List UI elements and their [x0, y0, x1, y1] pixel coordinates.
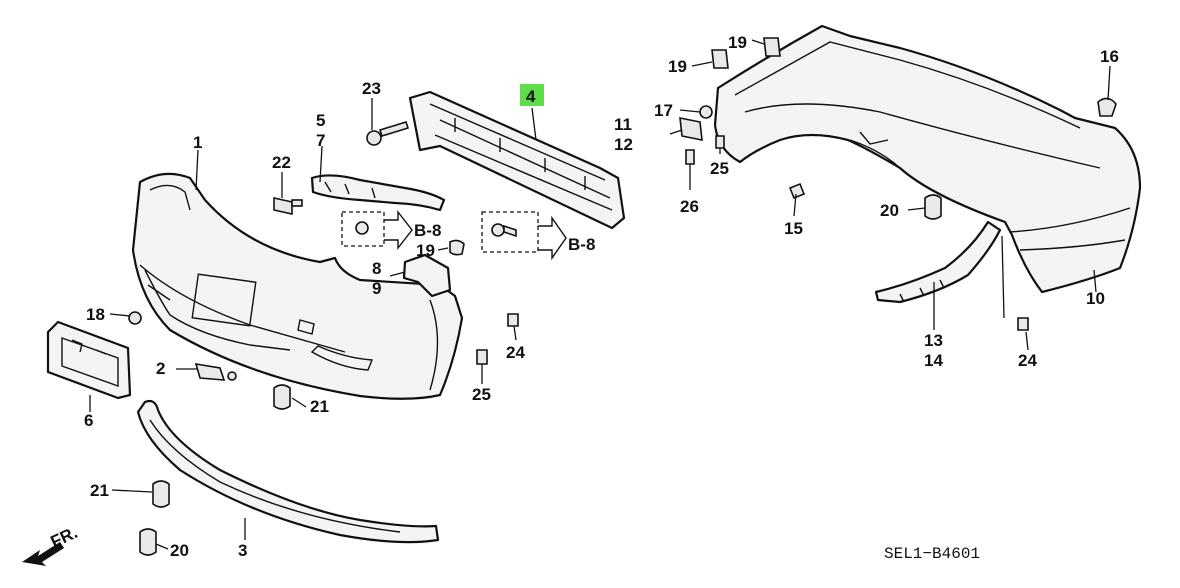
label-22: 22	[272, 153, 291, 172]
ref-b8-left: B-8	[414, 221, 441, 240]
label-24-front: 24	[506, 343, 525, 362]
label-21-upper: 21	[310, 397, 329, 416]
label-2: 2	[156, 359, 165, 378]
label-7: 7	[316, 131, 325, 150]
label-9: 9	[372, 279, 381, 298]
label-14: 14	[924, 351, 943, 370]
front-direction-arrow: FR.	[22, 523, 81, 566]
front-lower-spoiler	[136, 399, 440, 544]
label-21-lower: 21	[90, 481, 109, 500]
front-bracket-5-7	[310, 174, 446, 212]
label-25-front: 25	[472, 385, 491, 404]
ref-box-b8-left	[341, 209, 413, 251]
bumper-beam	[408, 90, 626, 230]
label-3: 3	[238, 541, 247, 560]
ref-box-b8-right	[481, 211, 567, 261]
front-bumper	[131, 172, 464, 400]
label-6: 6	[84, 411, 93, 430]
label-20-rear: 20	[880, 201, 899, 220]
label-26: 26	[680, 197, 699, 216]
label-19-front: 19	[416, 241, 435, 260]
license-plate-bracket	[46, 320, 132, 400]
label-19-top-left: 19	[668, 57, 687, 76]
labels: 1 2 3 4 5 6 7 8 9 10 11 12 13 14 15 16 1…	[84, 33, 1119, 563]
label-10: 10	[1086, 289, 1105, 308]
rear-bumper	[713, 24, 1142, 294]
label-1: 1	[193, 133, 202, 152]
part-4-highlight	[520, 84, 544, 106]
ref-b8-right: B-8	[568, 235, 595, 254]
rear-side-bracket	[874, 220, 1002, 304]
label-20-front: 20	[170, 541, 189, 560]
label-23: 23	[362, 79, 381, 98]
label-25-rear: 25	[710, 159, 729, 178]
fasteners	[128, 37, 1117, 556]
label-15: 15	[784, 219, 803, 238]
label-5: 5	[316, 111, 325, 130]
label-17: 17	[654, 101, 673, 120]
label-12: 12	[614, 135, 633, 154]
front-bracket-8-9	[402, 253, 452, 298]
label-13: 13	[924, 331, 943, 350]
label-19-top-right: 19	[728, 33, 747, 52]
label-18: 18	[86, 305, 105, 324]
label-24-rear: 24	[1018, 351, 1037, 370]
label-11: 11	[614, 115, 632, 134]
leader-lines	[89, 39, 1111, 550]
label-4: 4	[526, 87, 536, 106]
label-8: 8	[372, 259, 381, 278]
label-16: 16	[1100, 47, 1119, 66]
diagram-code: SEL1−B4601	[884, 545, 980, 563]
